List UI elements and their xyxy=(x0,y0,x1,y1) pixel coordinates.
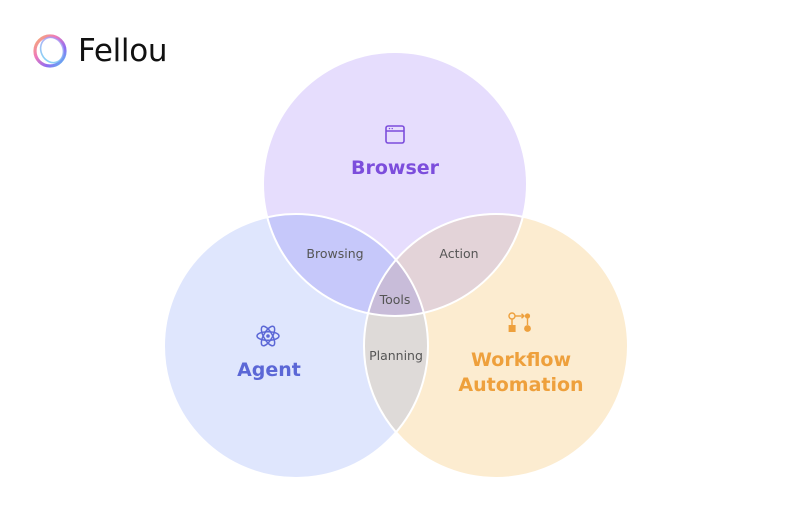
workflow-nodes-icon xyxy=(508,312,531,332)
planning-label: Planning xyxy=(369,348,423,363)
browsing-overlap-region xyxy=(263,214,428,316)
agent-circle-outline xyxy=(163,213,429,479)
fellou-ring-logo-icon xyxy=(33,34,67,68)
brand-name: Fellou xyxy=(78,33,168,69)
workflow-label-line-1: Workflow xyxy=(471,349,571,371)
tools-label: Tools xyxy=(379,292,411,307)
browser-circle-outline xyxy=(262,51,528,317)
browser-window-icon xyxy=(385,125,405,144)
workflow-label-line-2: Automation xyxy=(458,374,583,396)
browser-label: Browser xyxy=(351,157,440,179)
action-overlap-region xyxy=(364,214,527,316)
browsing-label: Browsing xyxy=(306,246,363,261)
workflow-circle-outline xyxy=(363,213,629,479)
atom-icon xyxy=(256,325,280,347)
brand-logo: Fellou xyxy=(32,31,168,71)
action-label: Action xyxy=(439,246,478,261)
agent-label: Agent xyxy=(237,359,301,381)
